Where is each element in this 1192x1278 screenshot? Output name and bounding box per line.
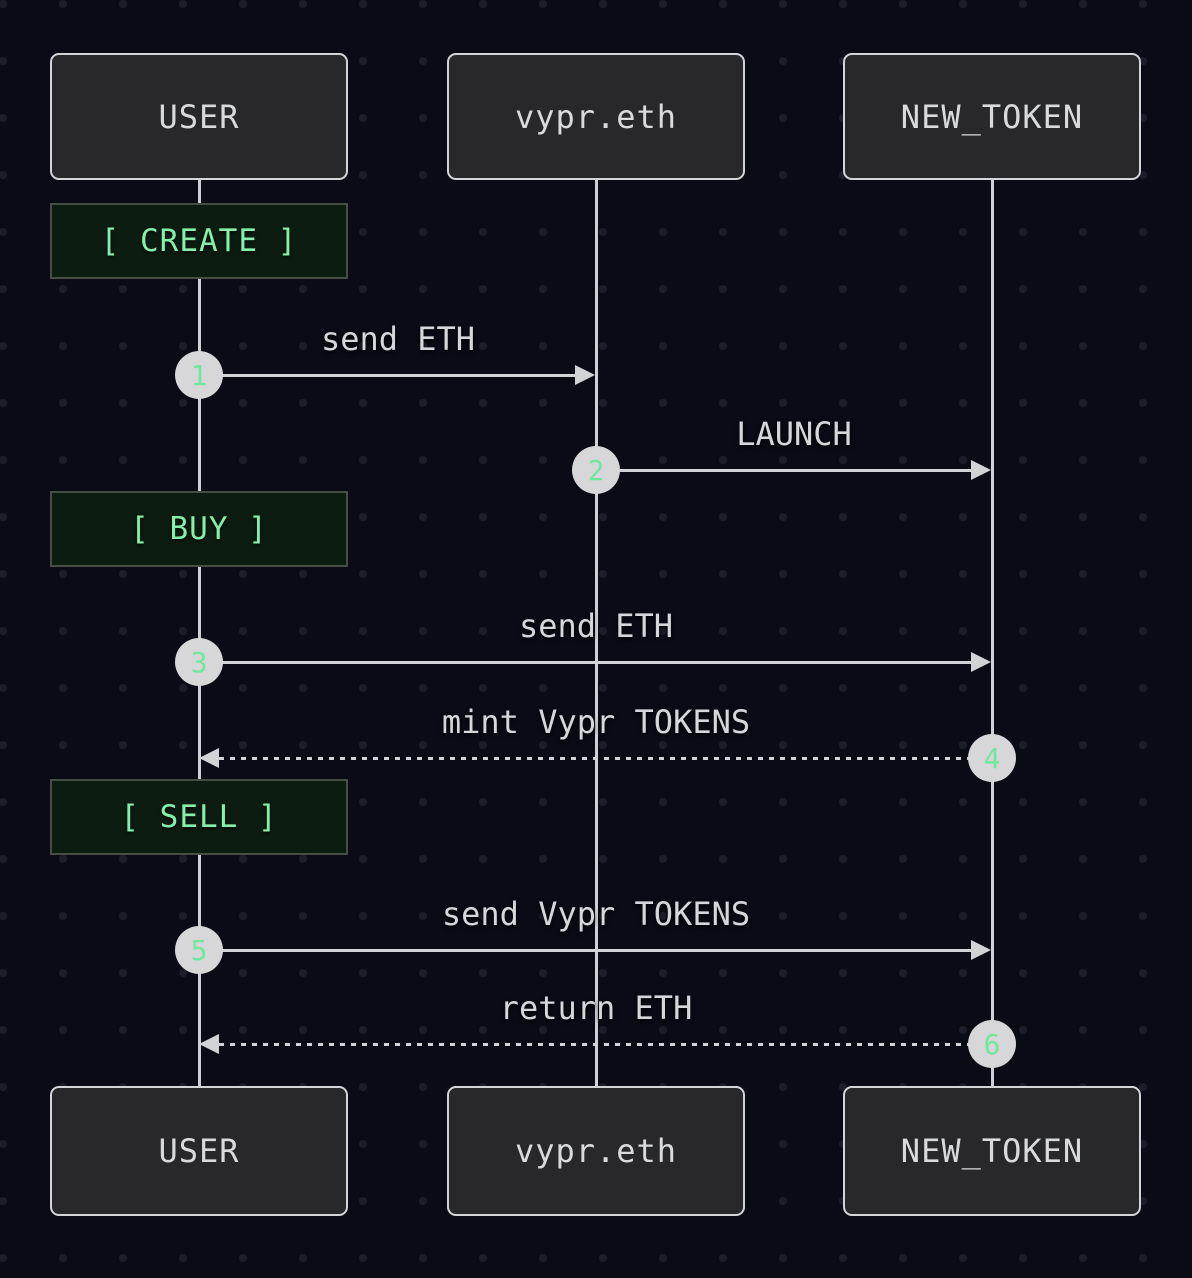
actor-label-user: USER: [158, 97, 240, 136]
message-4-arrow-line: [219, 757, 992, 760]
actor-box-new-token-bottom: NEW_TOKEN: [843, 1086, 1141, 1216]
message-6-step-number: 6: [983, 1027, 1001, 1061]
message-6-step-circle: 6: [968, 1020, 1016, 1068]
message-6-label: return ETH: [499, 989, 693, 1027]
message-3-step-number: 3: [190, 645, 208, 679]
message-4-step-number: 4: [983, 741, 1001, 775]
phase-buy: [ BUY ]: [50, 491, 348, 567]
phase-create: [ CREATE ]: [50, 203, 348, 279]
actor-box-user-top: USER: [50, 53, 348, 180]
message-1-step-circle: 1: [175, 351, 223, 399]
actor-label-vypr-eth: vypr.eth: [514, 97, 678, 136]
message-4-step-circle: 4: [968, 734, 1016, 782]
message-4-arrowhead-icon: [199, 748, 219, 768]
message-2-arrowhead-icon: [971, 460, 991, 480]
message-5-step-circle: 5: [175, 926, 223, 974]
message-3-arrow-line: [199, 661, 974, 664]
lifeline-new-token: [991, 180, 994, 1086]
actor-label-vypr-eth-bottom: vypr.eth: [514, 1132, 678, 1170]
actor-label-new-token: NEW_TOKEN: [900, 97, 1084, 136]
lifeline-user: [198, 180, 201, 1086]
message-5-step-number: 5: [190, 933, 208, 967]
phase-buy-label: [ BUY ]: [130, 511, 268, 547]
actor-box-new-token-top: NEW_TOKEN: [843, 53, 1141, 180]
lifeline-vypr-eth: [595, 180, 598, 1086]
actor-box-user-bottom: USER: [50, 1086, 348, 1216]
message-1-label: send ETH: [320, 320, 476, 358]
message-1-arrow-line: [199, 374, 578, 377]
actor-label-new-token-bottom: NEW_TOKEN: [900, 1132, 1084, 1170]
message-3-arrowhead-icon: [971, 652, 991, 672]
message-2-step-number: 2: [587, 453, 605, 487]
message-1-arrowhead-icon: [575, 365, 595, 385]
actor-label-user-bottom: USER: [158, 1132, 240, 1170]
message-6-arrow-line: [219, 1043, 992, 1046]
message-5-arrow-line: [199, 949, 974, 952]
message-5-label: send Vypr TOKENS: [441, 895, 751, 933]
message-6-arrowhead-icon: [199, 1034, 219, 1054]
message-2-step-circle: 2: [572, 446, 620, 494]
phase-sell-label: [ SELL ]: [120, 799, 278, 835]
message-3-label: send ETH: [518, 607, 674, 645]
actor-box-vypr-eth-top: vypr.eth: [447, 53, 745, 180]
actor-box-vypr-eth-bottom: vypr.eth: [447, 1086, 745, 1216]
message-2-label: LAUNCH: [736, 415, 852, 453]
message-1-step-number: 1: [190, 358, 208, 392]
message-4-label: mint Vypr TOKENS: [441, 703, 751, 741]
phase-sell: [ SELL ]: [50, 779, 348, 855]
message-2-arrow-line: [596, 469, 974, 472]
message-5-arrowhead-icon: [971, 940, 991, 960]
phase-create-label: [ CREATE ]: [100, 223, 298, 259]
message-3-step-circle: 3: [175, 638, 223, 686]
